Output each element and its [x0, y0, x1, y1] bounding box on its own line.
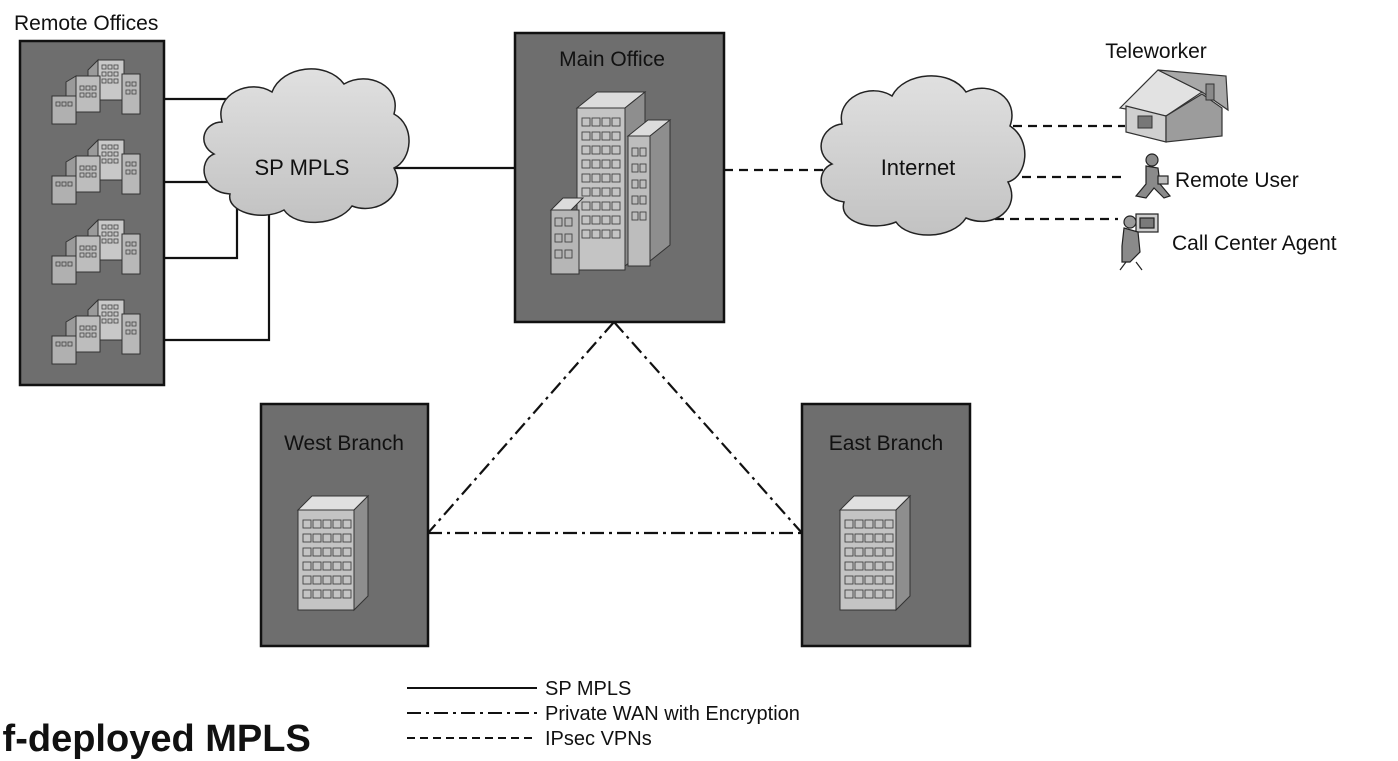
main-office-label: Main Office — [559, 48, 665, 71]
internet-cloud: Internet — [820, 75, 1026, 236]
teleworker-label: Teleworker — [1105, 40, 1207, 63]
sp-mpls-cloud-label: SP MPLS — [255, 155, 350, 180]
main-office-building-icon — [549, 90, 672, 275]
remote-user-label: Remote User — [1175, 169, 1299, 192]
wan-link-main-east — [613, 321, 803, 534]
remote-offices-label: Remote Offices — [14, 12, 158, 35]
wan-link-main-west — [427, 321, 615, 534]
teleworker-house-icon — [1118, 69, 1229, 143]
connection-lines — [132, 97, 1125, 535]
call-center-agent-label: Call Center Agent — [1172, 232, 1337, 255]
mpls-link-remote-4 — [132, 208, 271, 342]
figure-caption: lf-deployed MPLS — [0, 718, 311, 760]
legend-label-sp-mpls: SP MPLS — [545, 678, 631, 700]
legend: SP MPLS Private WAN with Encryption IPse… — [407, 678, 800, 750]
west-branch-building-icon — [297, 495, 369, 611]
west-branch-box: West Branch — [259, 402, 430, 648]
legend-label-ipsec-vpns: IPsec VPNs — [545, 728, 652, 750]
remote-offices-panel — [18, 39, 166, 387]
internet-cloud-label: Internet — [881, 155, 956, 180]
legend-label-private-wan: Private WAN with Encryption — [545, 703, 800, 725]
east-branch-box: East Branch — [800, 402, 972, 648]
remote-user-person-icon — [1134, 153, 1172, 199]
east-branch-building-icon — [839, 495, 911, 611]
call-center-agent-icon — [1119, 213, 1159, 271]
sp-mpls-cloud: SP MPLS — [203, 68, 410, 223]
east-branch-label: East Branch — [829, 432, 943, 455]
west-branch-label: West Branch — [284, 432, 404, 455]
mpls-link-remote-3 — [132, 205, 239, 260]
main-office-box: Main Office — [513, 31, 726, 324]
